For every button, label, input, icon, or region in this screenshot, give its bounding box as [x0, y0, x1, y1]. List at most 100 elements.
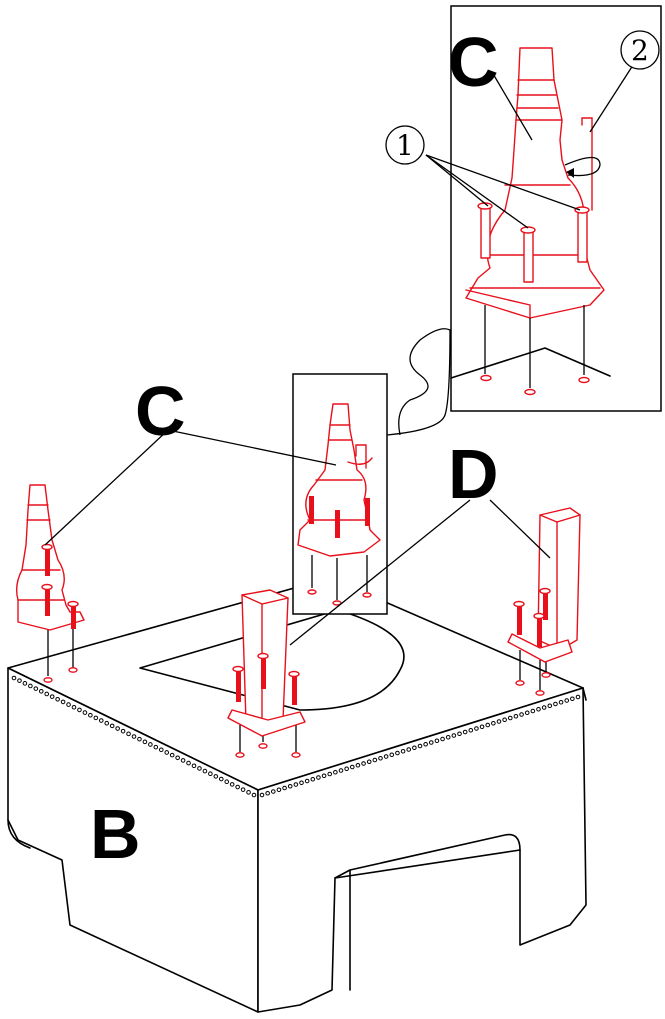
rivet-dot [462, 729, 468, 735]
post-d-right-flange [507, 633, 573, 663]
rivet-dot [276, 787, 282, 793]
rotate-arrowhead [566, 168, 574, 178]
rivet-dot [558, 699, 564, 705]
inset-box-detail [385, 5, 662, 412]
finial-left-body [15, 484, 85, 631]
rivet-dot [93, 715, 99, 721]
detail-floor [450, 347, 611, 379]
callout-2-number: 2 [631, 34, 649, 67]
callout-1-circle [385, 125, 425, 165]
rivet-dot [191, 763, 197, 769]
rivet-dot [395, 750, 400, 756]
screw-icon [335, 510, 340, 538]
finial-detail-body [465, 47, 605, 319]
rivet-dot [428, 740, 434, 745]
rivet-dot [82, 710, 88, 715]
rivet-dot [310, 776, 316, 782]
rivet-dot [383, 754, 389, 759]
rivet-dot [417, 743, 423, 749]
rivet-dot [344, 766, 349, 772]
rivet-dot [265, 790, 270, 796]
rivet-dot [104, 720, 110, 726]
rivet-dot [457, 731, 462, 737]
rivet-dot [513, 713, 519, 719]
rivet-dot [197, 766, 202, 771]
rivet-dot [33, 686, 39, 691]
finial-left [15, 484, 85, 631]
post-d-center [227, 589, 306, 737]
rivet-dot [400, 748, 406, 754]
rivet-dot [451, 733, 457, 738]
d-right-leader [489, 499, 551, 559]
screw-icon [523, 231, 534, 283]
rivet-dot [131, 734, 137, 739]
rivet-dot [259, 792, 265, 798]
rivet-dot [536, 706, 541, 712]
rivet-dot [378, 755, 383, 761]
screw-icon [365, 498, 370, 526]
rivet-dot [202, 768, 208, 774]
callout-1-leader [425, 154, 529, 229]
screw-icon [292, 675, 297, 705]
rivet-dot [66, 702, 71, 707]
rivet-dot [434, 738, 440, 744]
rivet-dot [153, 744, 159, 750]
rivet-dot [316, 775, 321, 780]
rivet-dot [519, 712, 524, 717]
rivet-dot [229, 782, 235, 787]
screw-icon [543, 592, 548, 620]
rivet-dot [327, 771, 333, 777]
callout-1-number: 1 [396, 129, 414, 162]
rivet-dot [445, 734, 451, 740]
base-tunnel-top [334, 833, 521, 879]
rivet-dot [361, 761, 366, 766]
rivet-row-right [259, 694, 581, 798]
rivet-dot [98, 718, 104, 723]
rivet-dot [423, 741, 428, 747]
rivet-dot [406, 747, 412, 752]
rivet-dot [17, 678, 22, 683]
rivet-dot [412, 745, 417, 751]
rivet-dot [240, 787, 246, 792]
screw-icon [480, 207, 491, 259]
rivet-dot [479, 724, 485, 730]
rivet-dot [49, 694, 55, 699]
rivet-dot [55, 696, 60, 702]
rivet-dot [11, 675, 17, 681]
pin-lines [43, 628, 551, 758]
rivet-dot [88, 712, 93, 718]
screw-icon [517, 605, 522, 635]
rivet-dot [287, 783, 293, 789]
screw-icon [236, 670, 241, 702]
c-top-leader [491, 71, 533, 141]
callout-1-leader [425, 154, 489, 207]
screw-icon [537, 617, 542, 647]
rivet-dot [321, 773, 327, 779]
c-left-leader [44, 429, 169, 546]
label-c-detail: C [448, 23, 499, 101]
rivet-dot [304, 778, 310, 784]
screw-icon [577, 211, 588, 263]
rivet-dot [333, 769, 338, 775]
base-corner [7, 819, 31, 849]
rivet-dot [120, 728, 126, 734]
rivet-row-left [11, 675, 257, 798]
rivet-dot [541, 705, 547, 710]
rivet-dot [491, 720, 496, 726]
post-d-right [507, 507, 581, 663]
screw-icon [261, 657, 266, 689]
rivet-dot [502, 717, 507, 723]
rivet-dot [553, 701, 558, 707]
hex-wrench-middle [355, 444, 367, 469]
callout-1-leader [425, 154, 581, 211]
rivet-dot [224, 779, 230, 785]
rivet-dot [468, 727, 474, 733]
rivet-dot [44, 691, 50, 697]
rivet-dot [148, 742, 153, 747]
rivet-dot [186, 760, 191, 766]
rivet-dot [60, 699, 66, 705]
rivet-dot [440, 736, 445, 742]
label-c-main: C [135, 372, 186, 450]
rivet-dot [507, 715, 513, 721]
